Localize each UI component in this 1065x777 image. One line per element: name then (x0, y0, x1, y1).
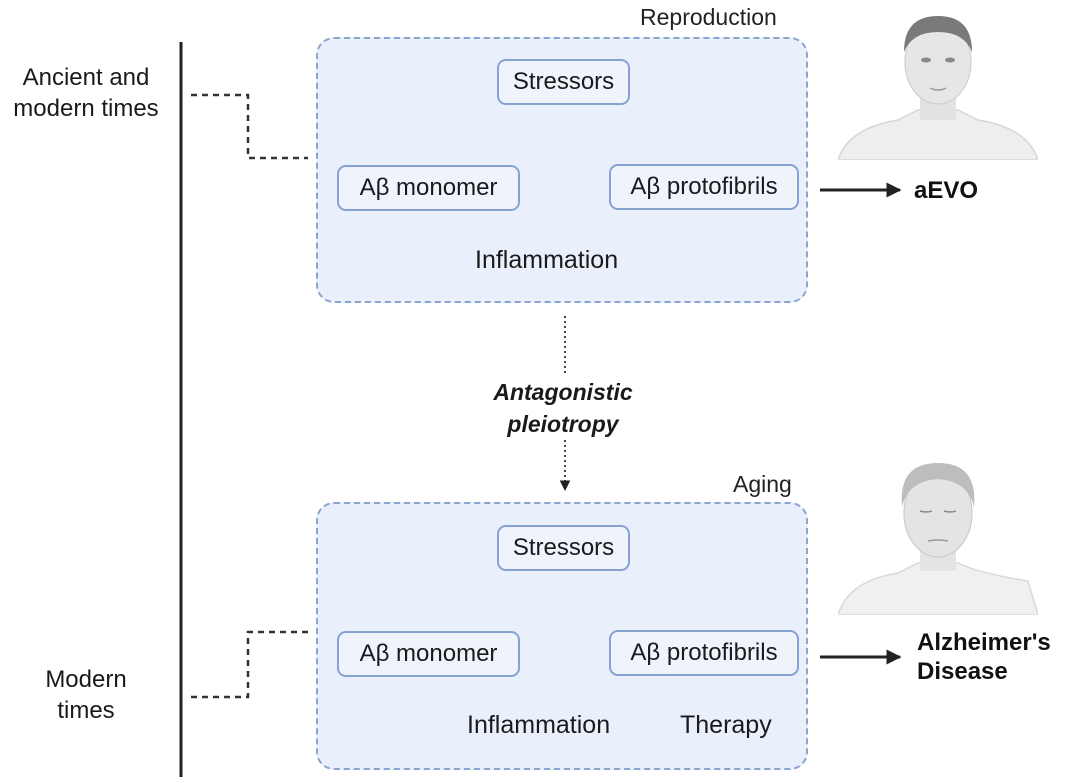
mechanism-line2: pleiotropy (507, 411, 619, 437)
label-inflammation-bottom: Inflammation (467, 711, 611, 739)
node-monomer-top: Aβ monomer (337, 165, 520, 211)
era-modern-line1: Modern (45, 666, 127, 693)
era-modern-line2: times (57, 697, 115, 724)
mechanism-line1: Antagonistic (493, 379, 633, 405)
era-ancient-modern: Ancient and modern times (0, 62, 172, 124)
label-therapy: Therapy (680, 711, 772, 739)
node-protofibrils-bottom: Aβ protofibrils (609, 630, 799, 676)
node-monomer-bottom: Aβ monomer (337, 631, 520, 677)
outcome-alzheimers-line1: Alzheimer's (917, 629, 1051, 656)
outcome-alzheimers-line2: Disease (917, 658, 1008, 685)
panel-title-reproduction: Reproduction (640, 4, 777, 30)
connector-ancient (191, 93, 308, 160)
mechanism-label: Antagonistic pleiotropy (468, 376, 658, 440)
label-inflammation-top: Inflammation (475, 246, 619, 274)
era-ancient-line1: Ancient and (22, 64, 150, 91)
outcome-aevo: aEVO (914, 177, 979, 204)
panel-title-aging: Aging (733, 471, 792, 497)
node-protofibrils-top: Aβ protofibrils (609, 164, 799, 210)
elderly-person-icon (838, 463, 1038, 615)
outcome-alzheimers: Alzheimer's Disease (917, 628, 1051, 686)
node-stressors-top: Stressors (497, 59, 630, 105)
node-stressors-bottom: Stressors (497, 525, 630, 571)
era-ancient-line2: modern times (13, 95, 159, 122)
connector-modern (191, 630, 308, 699)
young-person-icon (838, 16, 1038, 160)
era-modern: Modern times (0, 664, 172, 726)
